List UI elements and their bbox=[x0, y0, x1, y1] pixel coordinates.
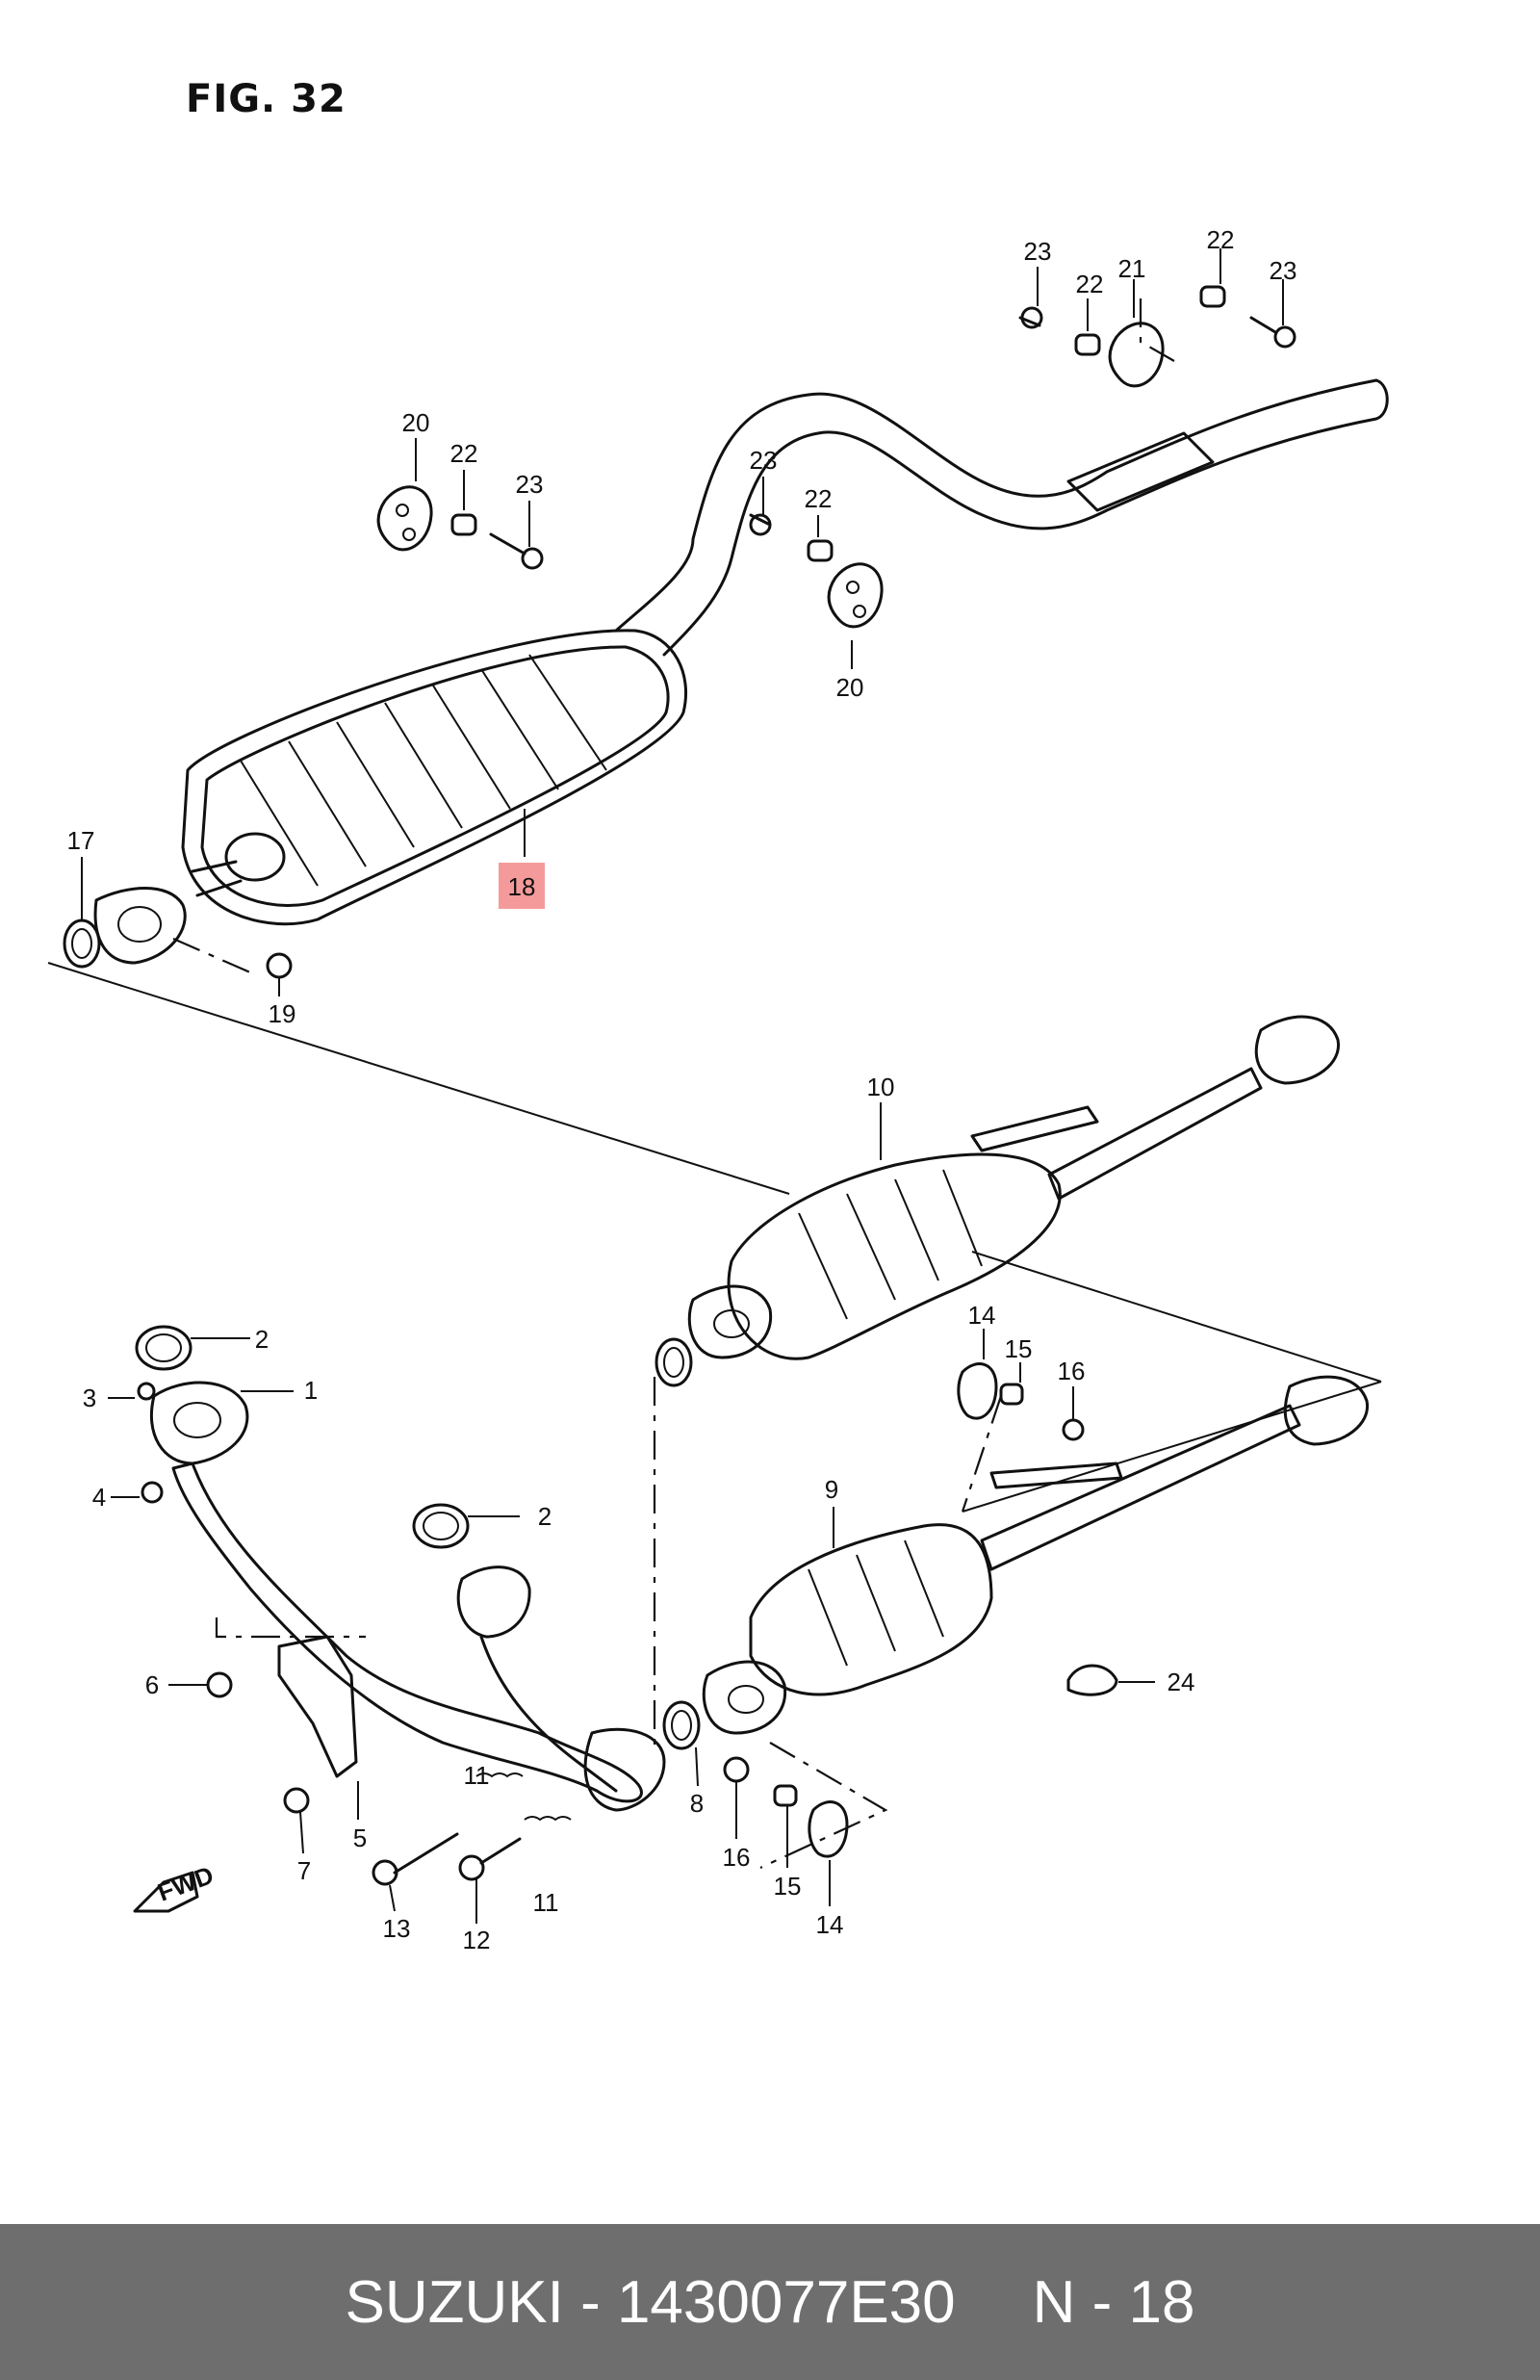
gaskets-2[interactable] bbox=[135, 1325, 470, 1549]
callout-9[interactable]: 9 bbox=[825, 1475, 838, 1504]
callout-11-b[interactable]: 11 bbox=[533, 1888, 559, 1917]
callout-22-b[interactable]: 22 bbox=[805, 484, 833, 513]
callout-22-a[interactable]: 22 bbox=[450, 439, 478, 468]
rubber-hanger-20-left[interactable] bbox=[376, 485, 433, 552]
callout-14-upper[interactable]: 14 bbox=[968, 1301, 996, 1330]
callout-16-upper[interactable]: 16 bbox=[1058, 1357, 1086, 1385]
rubber-hanger-20-right[interactable] bbox=[827, 562, 884, 629]
nut-19[interactable] bbox=[266, 952, 293, 979]
callout-10[interactable]: 10 bbox=[867, 1073, 895, 1101]
callout-14-lower[interactable]: 14 bbox=[816, 1910, 844, 1939]
gasket-8[interactable] bbox=[662, 1700, 701, 1750]
callout-22-c[interactable]: 22 bbox=[1076, 270, 1104, 298]
rubber-hanger-21[interactable] bbox=[1108, 322, 1165, 388]
callout-4[interactable]: 4 bbox=[92, 1483, 106, 1512]
callout-23-c[interactable]: 23 bbox=[1024, 237, 1052, 266]
callout-21[interactable]: 21 bbox=[1118, 254, 1146, 283]
exhaust-parts-diagram: FWD 18 bbox=[47, 225, 1389, 1954]
callout-18[interactable]: 18 bbox=[508, 872, 536, 901]
fasteners-misc[interactable] bbox=[137, 1362, 1118, 1886]
callout-22-d[interactable]: 22 bbox=[1207, 225, 1235, 254]
callout-2-upper[interactable]: 2 bbox=[255, 1325, 269, 1354]
footer-brand-part: SUZUKI - 1430077E30 bbox=[345, 2268, 956, 2336]
callouts: 18 17 19 20 22 23 23 22 20 23 22 21 22 2… bbox=[67, 225, 1297, 1954]
callout-17[interactable]: 17 bbox=[67, 826, 95, 855]
callout-6[interactable]: 6 bbox=[145, 1670, 159, 1699]
leader-lines bbox=[81, 248, 1284, 1924]
gasket-8-upper[interactable] bbox=[654, 1337, 693, 1387]
rear-muffler-18[interactable] bbox=[181, 378, 1389, 926]
footer-ref: N - 18 bbox=[1032, 2268, 1195, 2336]
callout-5[interactable]: 5 bbox=[353, 1824, 367, 1852]
bolts-23[interactable] bbox=[489, 306, 1296, 570]
callout-23-b[interactable]: 23 bbox=[750, 446, 778, 475]
callout-20-right[interactable]: 20 bbox=[836, 673, 864, 702]
part-number-footer: SUZUKI - 1430077E30 N - 18 bbox=[0, 2224, 1540, 2380]
figure-title: FIG. 32 bbox=[186, 77, 346, 121]
fwd-label: FWD bbox=[154, 1860, 218, 1906]
callout-2-lower[interactable]: 2 bbox=[538, 1502, 552, 1531]
flange-near-17[interactable] bbox=[93, 887, 187, 965]
callout-20-left[interactable]: 20 bbox=[402, 408, 430, 437]
callout-24[interactable]: 24 bbox=[1168, 1668, 1195, 1696]
fwd-arrow-icon: FWD bbox=[133, 1860, 218, 1913]
catalytic-converter-9[interactable] bbox=[702, 1375, 1369, 1735]
highlight-box bbox=[499, 863, 545, 909]
gasket-17[interactable] bbox=[63, 918, 101, 969]
callout-12[interactable]: 12 bbox=[463, 1926, 491, 1954]
callout-23-d[interactable]: 23 bbox=[1270, 256, 1297, 285]
exhaust-manifold-pipe-1[interactable] bbox=[149, 1381, 666, 1812]
bracket-5[interactable] bbox=[277, 1635, 358, 1778]
callout-19[interactable]: 19 bbox=[269, 999, 296, 1028]
callout-7[interactable]: 7 bbox=[297, 1856, 311, 1885]
callout-23-a[interactable]: 23 bbox=[516, 470, 544, 499]
callout-8[interactable]: 8 bbox=[690, 1789, 704, 1818]
callout-11-a[interactable]: 11 bbox=[464, 1761, 490, 1790]
callout-13[interactable]: 13 bbox=[383, 1914, 411, 1943]
callout-15-lower[interactable]: 15 bbox=[774, 1872, 802, 1901]
callout-3[interactable]: 3 bbox=[83, 1384, 96, 1412]
callout-1[interactable]: 1 bbox=[304, 1376, 318, 1405]
assembly-guide-lines bbox=[47, 298, 1382, 1869]
bushings-22[interactable] bbox=[450, 285, 1226, 562]
callout-16-lower[interactable]: 16 bbox=[723, 1843, 751, 1872]
callout-15-upper[interactable]: 15 bbox=[1005, 1334, 1033, 1363]
catalytic-converter-10[interactable] bbox=[687, 1015, 1340, 1360]
